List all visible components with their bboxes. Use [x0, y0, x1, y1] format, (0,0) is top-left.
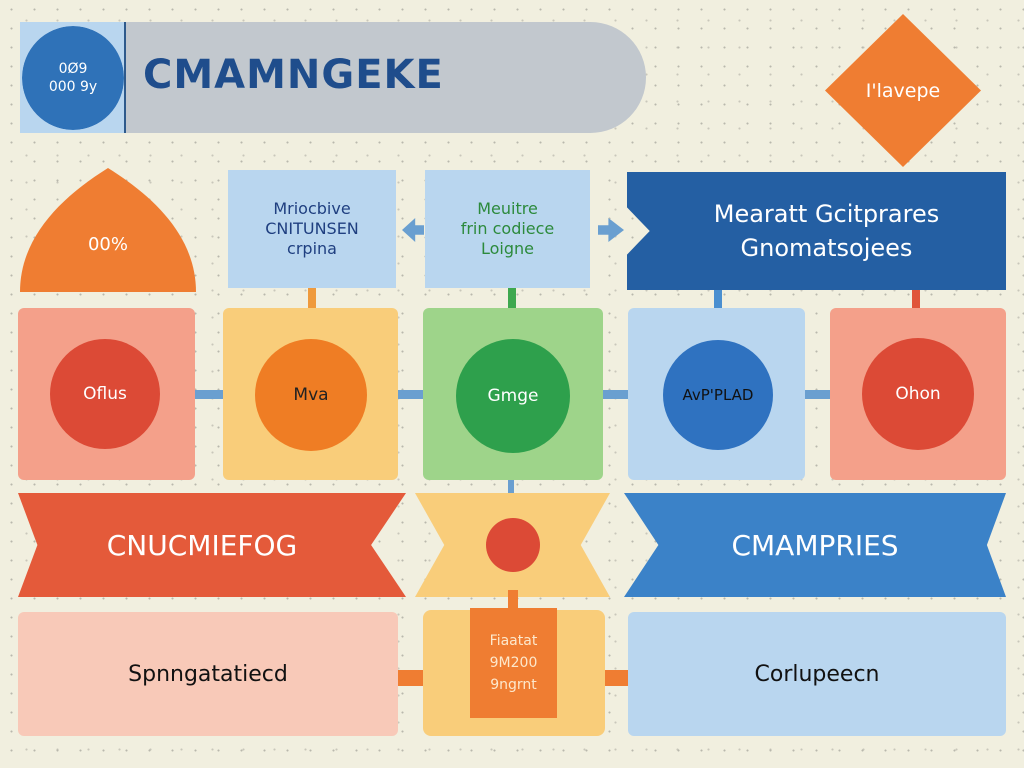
connector [508, 288, 516, 308]
top-box-2-line: Meuitre [477, 199, 538, 218]
bottom-left-label: Spnngatatiecd [128, 661, 288, 687]
connector [508, 480, 514, 494]
connector [912, 290, 920, 308]
diamond-decision: I'lavepe [825, 14, 981, 167]
bottom-box-left: Spnngatatiecd [18, 612, 398, 736]
title-bar [126, 22, 646, 133]
top-box-3-line: Mearatt Gcitprares [713, 200, 940, 228]
connector [603, 670, 631, 686]
page-title: CMAMNGEKE [143, 52, 444, 98]
node-circle-4: AvP'PLAD [663, 340, 773, 450]
top-box-2-line: frin codiece [460, 219, 555, 238]
node-label: Gmge [487, 386, 539, 406]
top-box-1-line: CNITUNSEN [265, 219, 359, 238]
node-label: Oflus [83, 384, 127, 404]
banner-right-label: CMAMPRIES [731, 528, 899, 562]
top-box-2-line: Loigne [480, 239, 534, 258]
top-box-2: Meuitre frin codiece Loigne [425, 170, 590, 288]
arrow-right-icon [598, 218, 624, 242]
header-badge-lens: 0Ø9 000 9y [22, 26, 124, 130]
node-circle-3: Gmge [456, 339, 570, 453]
top-box-3-line: Gnomatsojees [740, 234, 913, 262]
top-box-1-line: crpina [287, 239, 337, 258]
top-box-3: Mearatt Gcitprares Gnomatsojees [627, 172, 1006, 290]
diamond-label: I'lavepe [865, 79, 941, 102]
connector [398, 670, 426, 686]
connector [308, 288, 316, 308]
center-card-line: Fiaatat [489, 633, 538, 649]
center-card-line: 9M200 [489, 655, 538, 671]
dome-label: 00% [87, 233, 128, 255]
banner-right: CMAMPRIES [624, 493, 1006, 597]
connector [714, 290, 722, 308]
bottom-box-right: Corlupeecn [628, 612, 1006, 736]
node-circle-1: Oflus [50, 339, 160, 449]
center-card-line: 9ngrnt [490, 677, 537, 693]
node-label: Mva [293, 385, 329, 405]
node-circle-2: Mva [255, 339, 367, 451]
dome-shape: 00% [20, 168, 196, 292]
center-dot [486, 518, 540, 572]
badge-line-2: 000 9y [48, 79, 98, 95]
bottom-right-label: Corlupeecn [754, 661, 880, 687]
node-label: Ohon [895, 384, 941, 404]
connector [508, 590, 518, 610]
top-box-1: Mriocbive CNITUNSEN crpina [228, 170, 396, 288]
node-label: AvP'PLAD [682, 386, 754, 404]
badge-line-1: 0Ø9 [58, 61, 88, 77]
arrow-left-icon [402, 218, 424, 242]
top-box-1-line: Mriocbive [273, 199, 351, 218]
banner-left-label: CNUCMIEFOG [106, 528, 298, 562]
bottom-center-card: Fiaatat 9M200 9ngrnt [470, 608, 557, 718]
banner-left: CNUCMIEFOG [18, 493, 406, 597]
node-circle-5: Ohon [862, 338, 974, 450]
